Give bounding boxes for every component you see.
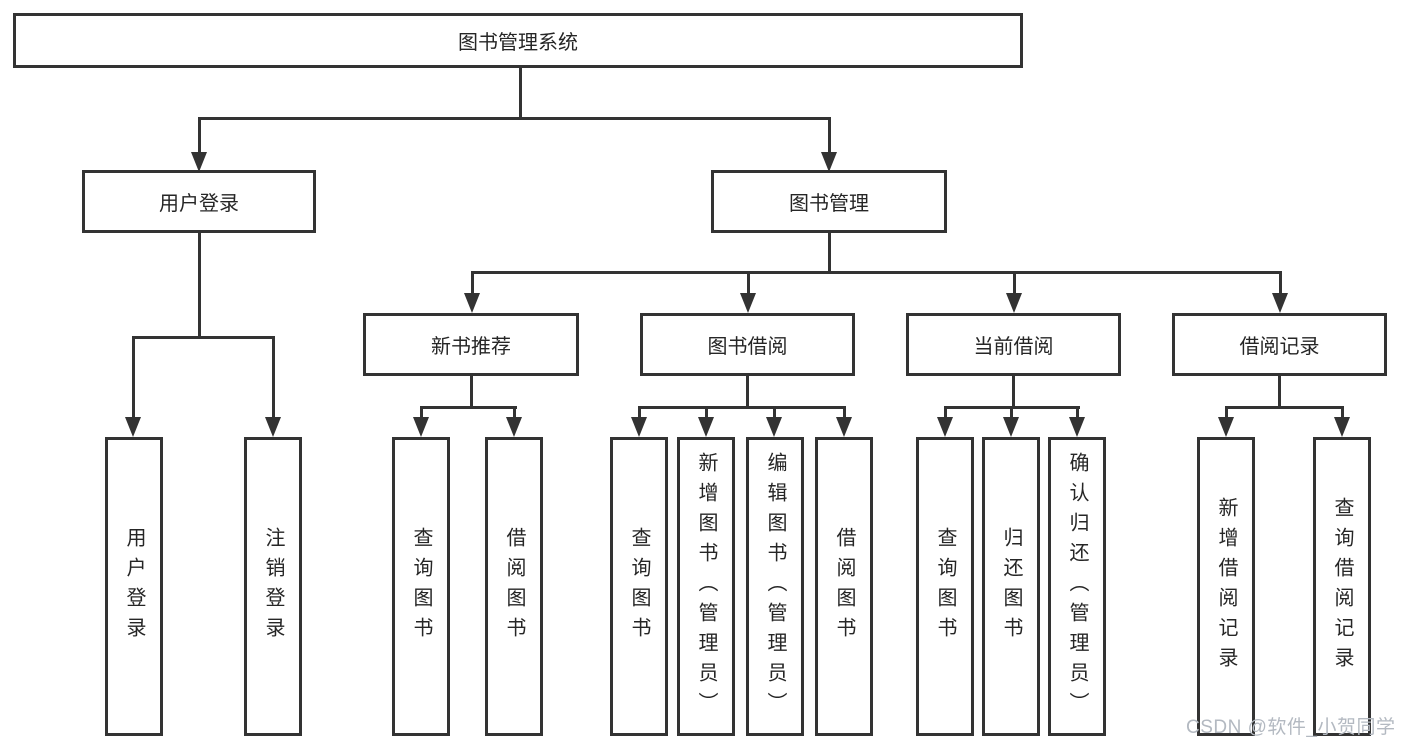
connector-line (471, 271, 1282, 274)
arrow-down-icon (413, 417, 429, 437)
leaf-add-borrow-record-label: 新增借阅记录 (1215, 496, 1237, 677)
leaf-borrow-books-label: 借阅图书 (833, 526, 855, 647)
leaf-add-book-admin: 新增图书（管理员） (677, 437, 735, 736)
leaf-query-books-recommend-label: 查询图书 (410, 526, 432, 647)
connector-line (198, 233, 201, 336)
leaf-query-books-borrow-label: 查询图书 (628, 526, 650, 647)
arrow-down-icon (1272, 293, 1288, 313)
leaf-edit-book-admin-label: 编辑图书（管理员） (764, 451, 786, 722)
arrow-down-icon (766, 417, 782, 437)
connector-line (828, 233, 831, 272)
node-book-management: 图书管理 (711, 170, 947, 233)
leaf-logout: 注销登录 (244, 437, 302, 736)
leaf-logout-label: 注销登录 (262, 526, 284, 647)
connector-line (513, 406, 516, 418)
leaf-borrow-books: 借阅图书 (815, 437, 873, 736)
connector-line (420, 406, 517, 409)
arrow-down-icon (191, 152, 207, 172)
leaf-query-borrow-record-label: 查询借阅记录 (1331, 496, 1353, 677)
node-borrow-records-label: 借阅记录 (1239, 336, 1320, 358)
arrow-down-icon (740, 293, 756, 313)
arrow-down-icon (506, 417, 522, 437)
leaf-add-borrow-record: 新增借阅记录 (1197, 437, 1255, 736)
connector-line (1012, 376, 1015, 407)
leaf-borrow-books-recommend: 借阅图书 (485, 437, 543, 736)
arrow-down-icon (1218, 417, 1234, 437)
leaf-user-login: 用户登录 (105, 437, 163, 736)
leaf-confirm-return-admin: 确认归还（管理员） (1048, 437, 1106, 736)
arrow-down-icon (1006, 293, 1022, 313)
connector-line (944, 406, 947, 418)
connector-line (773, 406, 776, 418)
node-borrow-records: 借阅记录 (1172, 313, 1387, 376)
leaf-query-borrow-record: 查询借阅记录 (1313, 437, 1371, 736)
node-user-login: 用户登录 (82, 170, 316, 233)
connector-line (1341, 406, 1344, 418)
node-user-login-label: 用户登录 (159, 193, 239, 215)
arrow-down-icon (698, 417, 714, 437)
connector-line (828, 117, 831, 153)
connector-line (1013, 271, 1016, 294)
connector-line (1010, 406, 1013, 418)
arrow-down-icon (836, 417, 852, 437)
node-new-book-recommend-label: 新书推荐 (431, 336, 511, 358)
arrow-down-icon (1069, 417, 1085, 437)
leaf-query-books-borrow: 查询图书 (610, 437, 668, 736)
connector-line (705, 406, 708, 418)
connector-line (272, 336, 275, 418)
connector-line (132, 336, 275, 339)
node-current-borrow: 当前借阅 (906, 313, 1121, 376)
node-root: 图书管理系统 (13, 13, 1023, 68)
connector-line (1279, 271, 1282, 294)
connector-line (198, 117, 201, 153)
connector-line (1278, 376, 1281, 407)
connector-line (420, 406, 423, 418)
arrow-down-icon (821, 152, 837, 172)
arrow-down-icon (265, 417, 281, 437)
connector-line (746, 376, 749, 407)
leaf-query-books-current-label: 查询图书 (934, 526, 956, 647)
arrow-down-icon (464, 293, 480, 313)
connector-line (843, 406, 846, 418)
arrow-down-icon (125, 417, 141, 437)
connector-line (471, 271, 474, 294)
arrow-down-icon (631, 417, 647, 437)
leaf-query-books-recommend: 查询图书 (392, 437, 450, 736)
leaf-query-books-current: 查询图书 (916, 437, 974, 736)
node-book-borrow: 图书借阅 (640, 313, 855, 376)
connector-line (638, 406, 846, 409)
arrow-down-icon (1003, 417, 1019, 437)
connector-line (470, 376, 473, 407)
node-current-borrow-label: 当前借阅 (973, 336, 1054, 358)
leaf-edit-book-admin: 编辑图书（管理员） (746, 437, 804, 736)
csdn-watermark: CSDN @软件_小贺同学 (1186, 717, 1396, 738)
connector-line (519, 68, 522, 117)
leaf-return-book-label: 归还图书 (1000, 526, 1022, 647)
node-new-book-recommend: 新书推荐 (363, 313, 579, 376)
connector-line (638, 406, 641, 418)
connector-line (198, 117, 831, 120)
leaf-user-login-label: 用户登录 (123, 526, 145, 647)
arrow-down-icon (1334, 417, 1350, 437)
leaf-borrow-books-recommend-label: 借阅图书 (503, 526, 525, 647)
connector-line (1225, 406, 1228, 418)
leaf-add-book-admin-label: 新增图书（管理员） (695, 451, 717, 722)
node-book-borrow-label: 图书借阅 (707, 336, 788, 358)
node-book-management-label: 图书管理 (789, 193, 869, 215)
arrow-down-icon (937, 417, 953, 437)
connector-line (1225, 406, 1344, 409)
connector-line (747, 271, 750, 294)
leaf-confirm-return-admin-label: 确认归还（管理员） (1066, 451, 1088, 722)
connector-line (132, 336, 135, 418)
leaf-return-book: 归还图书 (982, 437, 1040, 736)
node-root-label: 图书管理系统 (458, 32, 578, 54)
connector-line (1076, 406, 1079, 418)
